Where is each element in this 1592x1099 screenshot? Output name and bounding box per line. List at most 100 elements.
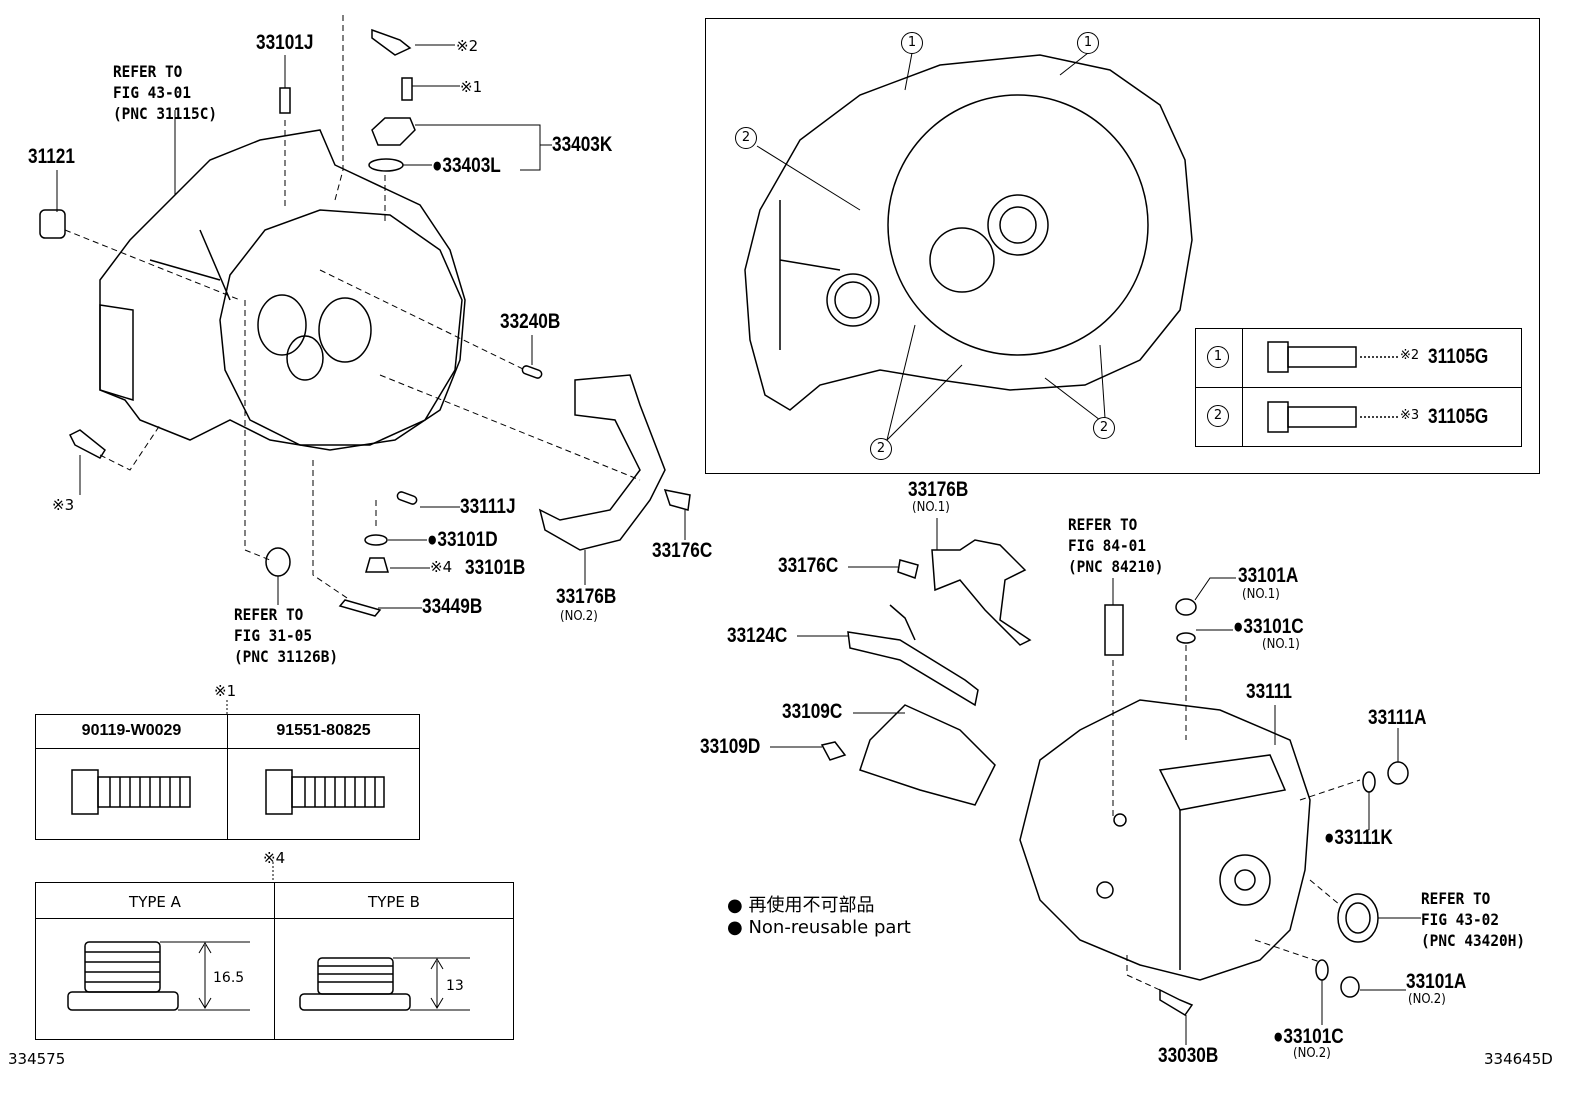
row-2-callout: 2: [1207, 405, 1229, 427]
pin-icon: [521, 365, 543, 379]
gasket-icon: [364, 534, 388, 546]
bullet-icon: ●: [727, 917, 743, 938]
divider: [1242, 329, 1243, 446]
callout-1: 1: [1077, 32, 1099, 54]
refer-line: (PNC 43420H): [1421, 931, 1526, 950]
refer-line: (PNC 31115C): [113, 104, 218, 123]
illustration-code-left: 334575: [8, 1050, 66, 1068]
part-label-33176C[interactable]: 33176C: [652, 539, 713, 562]
part-label-33101A-no1[interactable]: 33101A: [1238, 564, 1299, 587]
table2-col1: TYPE A: [129, 893, 181, 911]
bracket-icon: [847, 631, 979, 707]
part-sublabel: (NO.2): [560, 609, 598, 624]
bolt-icon: [663, 489, 691, 511]
part-label-33111J[interactable]: 33111J: [460, 495, 516, 518]
part-label-33176C[interactable]: 33176C: [778, 554, 839, 577]
note-marker-4: ※4: [430, 558, 453, 576]
part-label-33403L[interactable]: ●33403L: [432, 154, 501, 177]
refer-line: REFER TO: [1068, 515, 1138, 534]
refer-line: FIG 43-02: [1421, 910, 1500, 929]
note-marker-1: ※1: [460, 78, 483, 96]
part-label-33101C-no1[interactable]: ●33101C: [1233, 615, 1304, 638]
refer-to-fig-43-02[interactable]: REFER TO FIG 43-02 (PNC 43420H): [1421, 888, 1525, 951]
part-label-33403K[interactable]: 33403K: [552, 133, 613, 156]
table1-note: ※1: [214, 682, 237, 700]
bolt-icon: [371, 28, 412, 56]
pin-icon: [396, 491, 418, 505]
oil-seal-icon: [1337, 893, 1379, 943]
refer-line: FIG 43-01: [113, 83, 192, 102]
note-marker-2: ※2: [456, 37, 479, 55]
bolt-variant-table: 90119-W0029 91551-80825: [35, 714, 420, 840]
bolt-icon: [68, 429, 106, 459]
o-ring-icon: [368, 158, 404, 172]
part-sublabel: (NO.2): [1293, 1046, 1331, 1061]
dimension-type-a: 16.5: [213, 970, 245, 986]
legend-en: ● Non-reusable part: [727, 917, 911, 938]
table2-note: ※4: [263, 849, 286, 867]
bracket-icon: [931, 539, 1032, 646]
bolt-icon: [820, 741, 847, 761]
bolt-icon: [1159, 988, 1194, 1017]
refer-line: REFER TO: [113, 62, 183, 81]
row-1-note: ※2: [1400, 348, 1420, 363]
table1-col2: 91551-80825: [276, 722, 371, 739]
gasket-icon: [1362, 771, 1376, 793]
part-label-33176B-no1[interactable]: 33176B: [908, 478, 969, 501]
part-label-33109D[interactable]: 33109D: [700, 735, 761, 758]
gasket-icon: [1176, 632, 1196, 644]
breather-plug-icon: [279, 87, 291, 114]
part-label-33124C[interactable]: 33124C: [727, 624, 788, 647]
part-label-31105G[interactable]: 31105G: [1428, 405, 1489, 428]
refer-line: REFER TO: [234, 605, 304, 624]
gasket-icon: [1315, 959, 1329, 981]
bolt-icon: [897, 559, 919, 579]
part-label-33101J[interactable]: 33101J: [256, 31, 314, 54]
part-label-33111K[interactable]: ●33111K: [1324, 826, 1393, 849]
plug-icon: [1175, 598, 1197, 616]
part-label-33101C-no2[interactable]: ●33101C: [1273, 1025, 1344, 1048]
legend-jp-text: 再使用不可部品: [748, 895, 875, 916]
part-label-33101A-no2[interactable]: 33101A: [1406, 970, 1467, 993]
divider: [227, 715, 228, 839]
divider: [274, 883, 275, 1039]
row-1-callout: 1: [1207, 346, 1229, 368]
bolt-icon: [401, 77, 413, 101]
table2-col2: TYPE B: [368, 893, 420, 911]
part-sublabel: (NO.2): [1408, 992, 1446, 1007]
callout-2: 2: [735, 127, 757, 149]
cover-icon: [859, 704, 996, 806]
bolt-91551-drawing: [265, 769, 385, 815]
flange-bolt-icon: [1267, 341, 1400, 373]
refer-line: REFER TO: [1421, 889, 1491, 908]
plug-type-b-drawing: [299, 957, 470, 1011]
part-label-33109C[interactable]: 33109C: [782, 700, 843, 723]
part-label-33030B[interactable]: 33030B: [1158, 1044, 1219, 1067]
part-label-33449B[interactable]: 33449B: [422, 595, 483, 618]
illustration-code-right: 334645D: [1484, 1050, 1553, 1068]
divider: [1196, 387, 1521, 388]
plug-icon: [265, 547, 291, 577]
part-label-31105G[interactable]: 31105G: [1428, 345, 1489, 368]
refer-to-fig-43-01[interactable]: REFER TO FIG 43-01 (PNC 31115C): [113, 61, 217, 124]
magnet-icon: [338, 599, 382, 617]
plug-icon: [1387, 761, 1409, 785]
part-label-33176B-no2[interactable]: 33176B: [556, 585, 617, 608]
callout-2: 2: [1093, 417, 1115, 439]
part-label-33101D[interactable]: ●33101D: [427, 528, 498, 551]
plug-type-a-drawing: [67, 941, 250, 1011]
bullet-icon: ●: [727, 895, 743, 916]
plug-icon: [365, 557, 389, 573]
part-label-33240B[interactable]: 33240B: [500, 310, 561, 333]
plug-type-table: TYPE A TYPE B: [35, 882, 514, 1040]
part-label-33111[interactable]: 33111: [1246, 680, 1292, 703]
part-sublabel: (NO.1): [1242, 587, 1280, 602]
row-2-note: ※3: [1400, 408, 1420, 423]
part-label-33101B[interactable]: 33101B: [465, 556, 526, 579]
refer-line: FIG 84-01: [1068, 536, 1147, 555]
part-label-31121[interactable]: 31121: [28, 145, 75, 168]
part-label-33111A[interactable]: 33111A: [1368, 706, 1427, 729]
